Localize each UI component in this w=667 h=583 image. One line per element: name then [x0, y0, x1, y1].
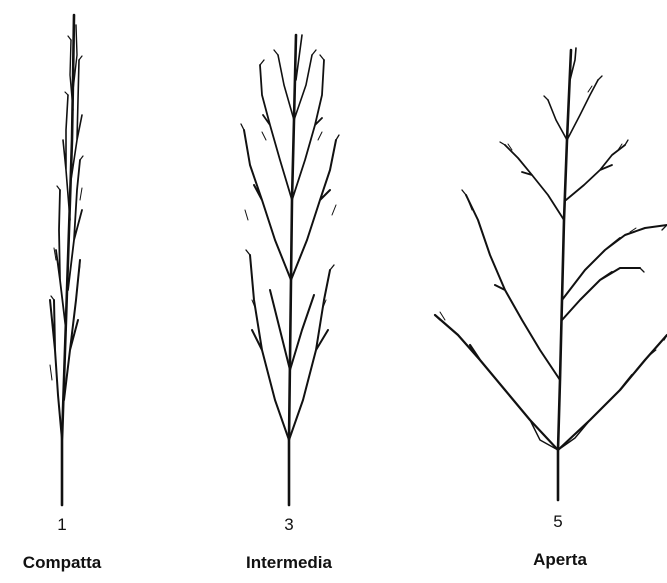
panicle-label: Aperta: [490, 550, 630, 570]
panicle-number: 5: [528, 512, 588, 532]
panicle-label: Intermedia: [219, 553, 359, 573]
panicle-number: 1: [32, 515, 92, 535]
panicle-label: Compatta: [0, 553, 132, 573]
panicle-open-drawing: [435, 48, 667, 500]
panicle-compact-drawing: [50, 15, 83, 505]
panicle-number: 3: [259, 515, 319, 535]
panicle-intermediate-drawing: [241, 35, 339, 505]
